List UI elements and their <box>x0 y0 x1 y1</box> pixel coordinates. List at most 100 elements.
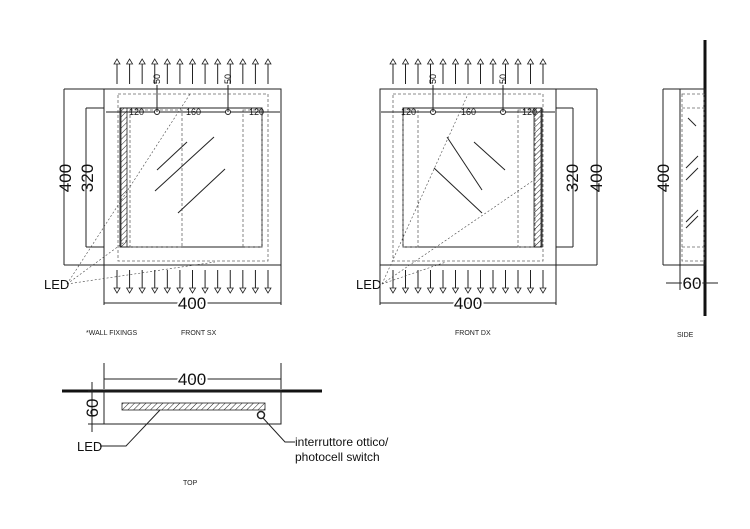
fixing-spacing: 160 <box>461 107 476 117</box>
fixing-depth-2: 50 <box>223 74 233 84</box>
top-depth-label: 60 <box>83 399 102 418</box>
arrow-up-icon <box>526 58 535 84</box>
arrow-down-icon <box>401 270 410 294</box>
led-strip <box>120 107 128 248</box>
airflow-down-arrows <box>113 270 272 294</box>
front-sx-view: 400 320 120 160 120 50 50 400 LED *WALL … <box>44 58 282 337</box>
airflow-down-arrows <box>389 270 547 294</box>
arrow-up-icon <box>188 58 197 84</box>
wall-fixings-note: *WALL FIXINGS <box>86 330 138 337</box>
arrow-up-icon <box>489 58 497 84</box>
arrow-down-icon <box>138 270 146 294</box>
led-label: LED <box>77 439 102 454</box>
arrow-up-icon <box>451 58 460 84</box>
arrow-down-icon <box>476 270 485 294</box>
arrow-down-icon <box>439 270 447 294</box>
airflow-up-arrows <box>389 58 547 84</box>
arrow-down-icon <box>113 270 121 294</box>
cabinet-outline <box>379 88 557 266</box>
arrow-down-icon <box>176 270 184 294</box>
led-strip <box>533 107 542 248</box>
airflow-up-arrows <box>113 58 272 84</box>
arrow-down-icon <box>501 270 510 294</box>
arrow-up-icon <box>414 58 422 84</box>
arrow-down-icon <box>489 270 497 294</box>
photocell-switch-icon <box>256 410 266 420</box>
arrow-up-icon <box>401 58 410 84</box>
fixing-depth-1: 50 <box>152 74 162 84</box>
top-view: 400 60 LED interruttore ottico/ photocel… <box>62 363 389 487</box>
top-width-label: 400 <box>178 370 206 389</box>
cabinet-side-outline <box>679 88 706 266</box>
arrow-down-icon <box>426 270 435 294</box>
arrow-down-icon <box>213 270 222 294</box>
arrow-up-icon <box>514 58 522 84</box>
height-outer-label: 400 <box>56 164 75 192</box>
fixing-depth-2: 50 <box>498 74 508 84</box>
arrow-up-icon <box>201 58 209 84</box>
fixing-offset-left: 120 <box>401 107 416 117</box>
arrow-up-icon <box>251 58 260 84</box>
fixing-spacing: 160 <box>186 107 201 117</box>
arrow-up-icon <box>476 58 485 84</box>
arrow-up-icon <box>163 58 172 84</box>
arrow-down-icon <box>451 270 460 294</box>
side-title: SIDE <box>677 332 694 339</box>
led-strip <box>121 402 266 411</box>
arrow-up-icon <box>464 58 472 84</box>
arrow-down-icon <box>526 270 535 294</box>
arrow-down-icon <box>514 270 522 294</box>
arrow-down-icon <box>251 270 260 294</box>
side-depth-label: 60 <box>683 274 702 293</box>
fixing-offset-left: 120 <box>129 107 144 117</box>
height-outer-label: 400 <box>587 164 606 192</box>
width-label: 400 <box>454 294 482 313</box>
arrow-down-icon <box>163 270 172 294</box>
arrow-up-icon <box>501 58 510 84</box>
cabinet-top-outline <box>103 390 282 425</box>
front-dx-view: 320 400 120 160 120 50 50 400 LED FRONT … <box>356 58 606 337</box>
width-label: 400 <box>178 294 206 313</box>
height-inner-label: 320 <box>78 164 97 192</box>
arrow-up-icon <box>138 58 146 84</box>
switch-label: interruttore ottico/ <box>295 435 389 449</box>
arrow-down-icon <box>264 270 272 294</box>
arrow-down-icon <box>201 270 209 294</box>
arrow-down-icon <box>188 270 197 294</box>
fixing-depth-1: 50 <box>428 74 438 84</box>
arrow-down-icon <box>464 270 472 294</box>
front-sx-title: FRONT SX <box>181 330 217 337</box>
cabinet-hidden-outline <box>117 93 269 262</box>
arrow-up-icon <box>439 58 447 84</box>
arrow-up-icon <box>539 58 547 84</box>
arrow-down-icon <box>239 270 247 294</box>
arrow-down-icon <box>226 270 234 294</box>
arrow-down-icon <box>125 270 134 294</box>
arrow-up-icon <box>264 58 272 84</box>
arrow-up-icon <box>113 58 121 84</box>
arrow-down-icon <box>414 270 422 294</box>
arrow-up-icon <box>226 58 234 84</box>
top-title: TOP <box>183 480 198 487</box>
led-label: LED <box>44 277 69 292</box>
arrow-down-icon <box>389 270 397 294</box>
arrow-up-icon <box>239 58 247 84</box>
arrow-up-icon <box>213 58 222 84</box>
arrow-up-icon <box>389 58 397 84</box>
arrow-up-icon <box>151 58 159 84</box>
arrow-up-icon <box>426 58 435 84</box>
arrow-down-icon <box>151 270 159 294</box>
front-dx-title: FRONT DX <box>455 330 491 337</box>
fixing-offset-right: 120 <box>522 107 537 117</box>
mirror <box>402 107 543 248</box>
fixing-offset-right: 120 <box>249 107 264 117</box>
arrow-up-icon <box>176 58 184 84</box>
side-view: 400 60 SIDE <box>654 40 718 339</box>
led-label: LED <box>356 277 381 292</box>
switch-label-en: photocell switch <box>295 450 380 464</box>
side-height-label: 400 <box>654 164 673 192</box>
height-inner-label: 320 <box>563 164 582 192</box>
mirror <box>119 107 263 248</box>
arrow-down-icon <box>539 270 547 294</box>
